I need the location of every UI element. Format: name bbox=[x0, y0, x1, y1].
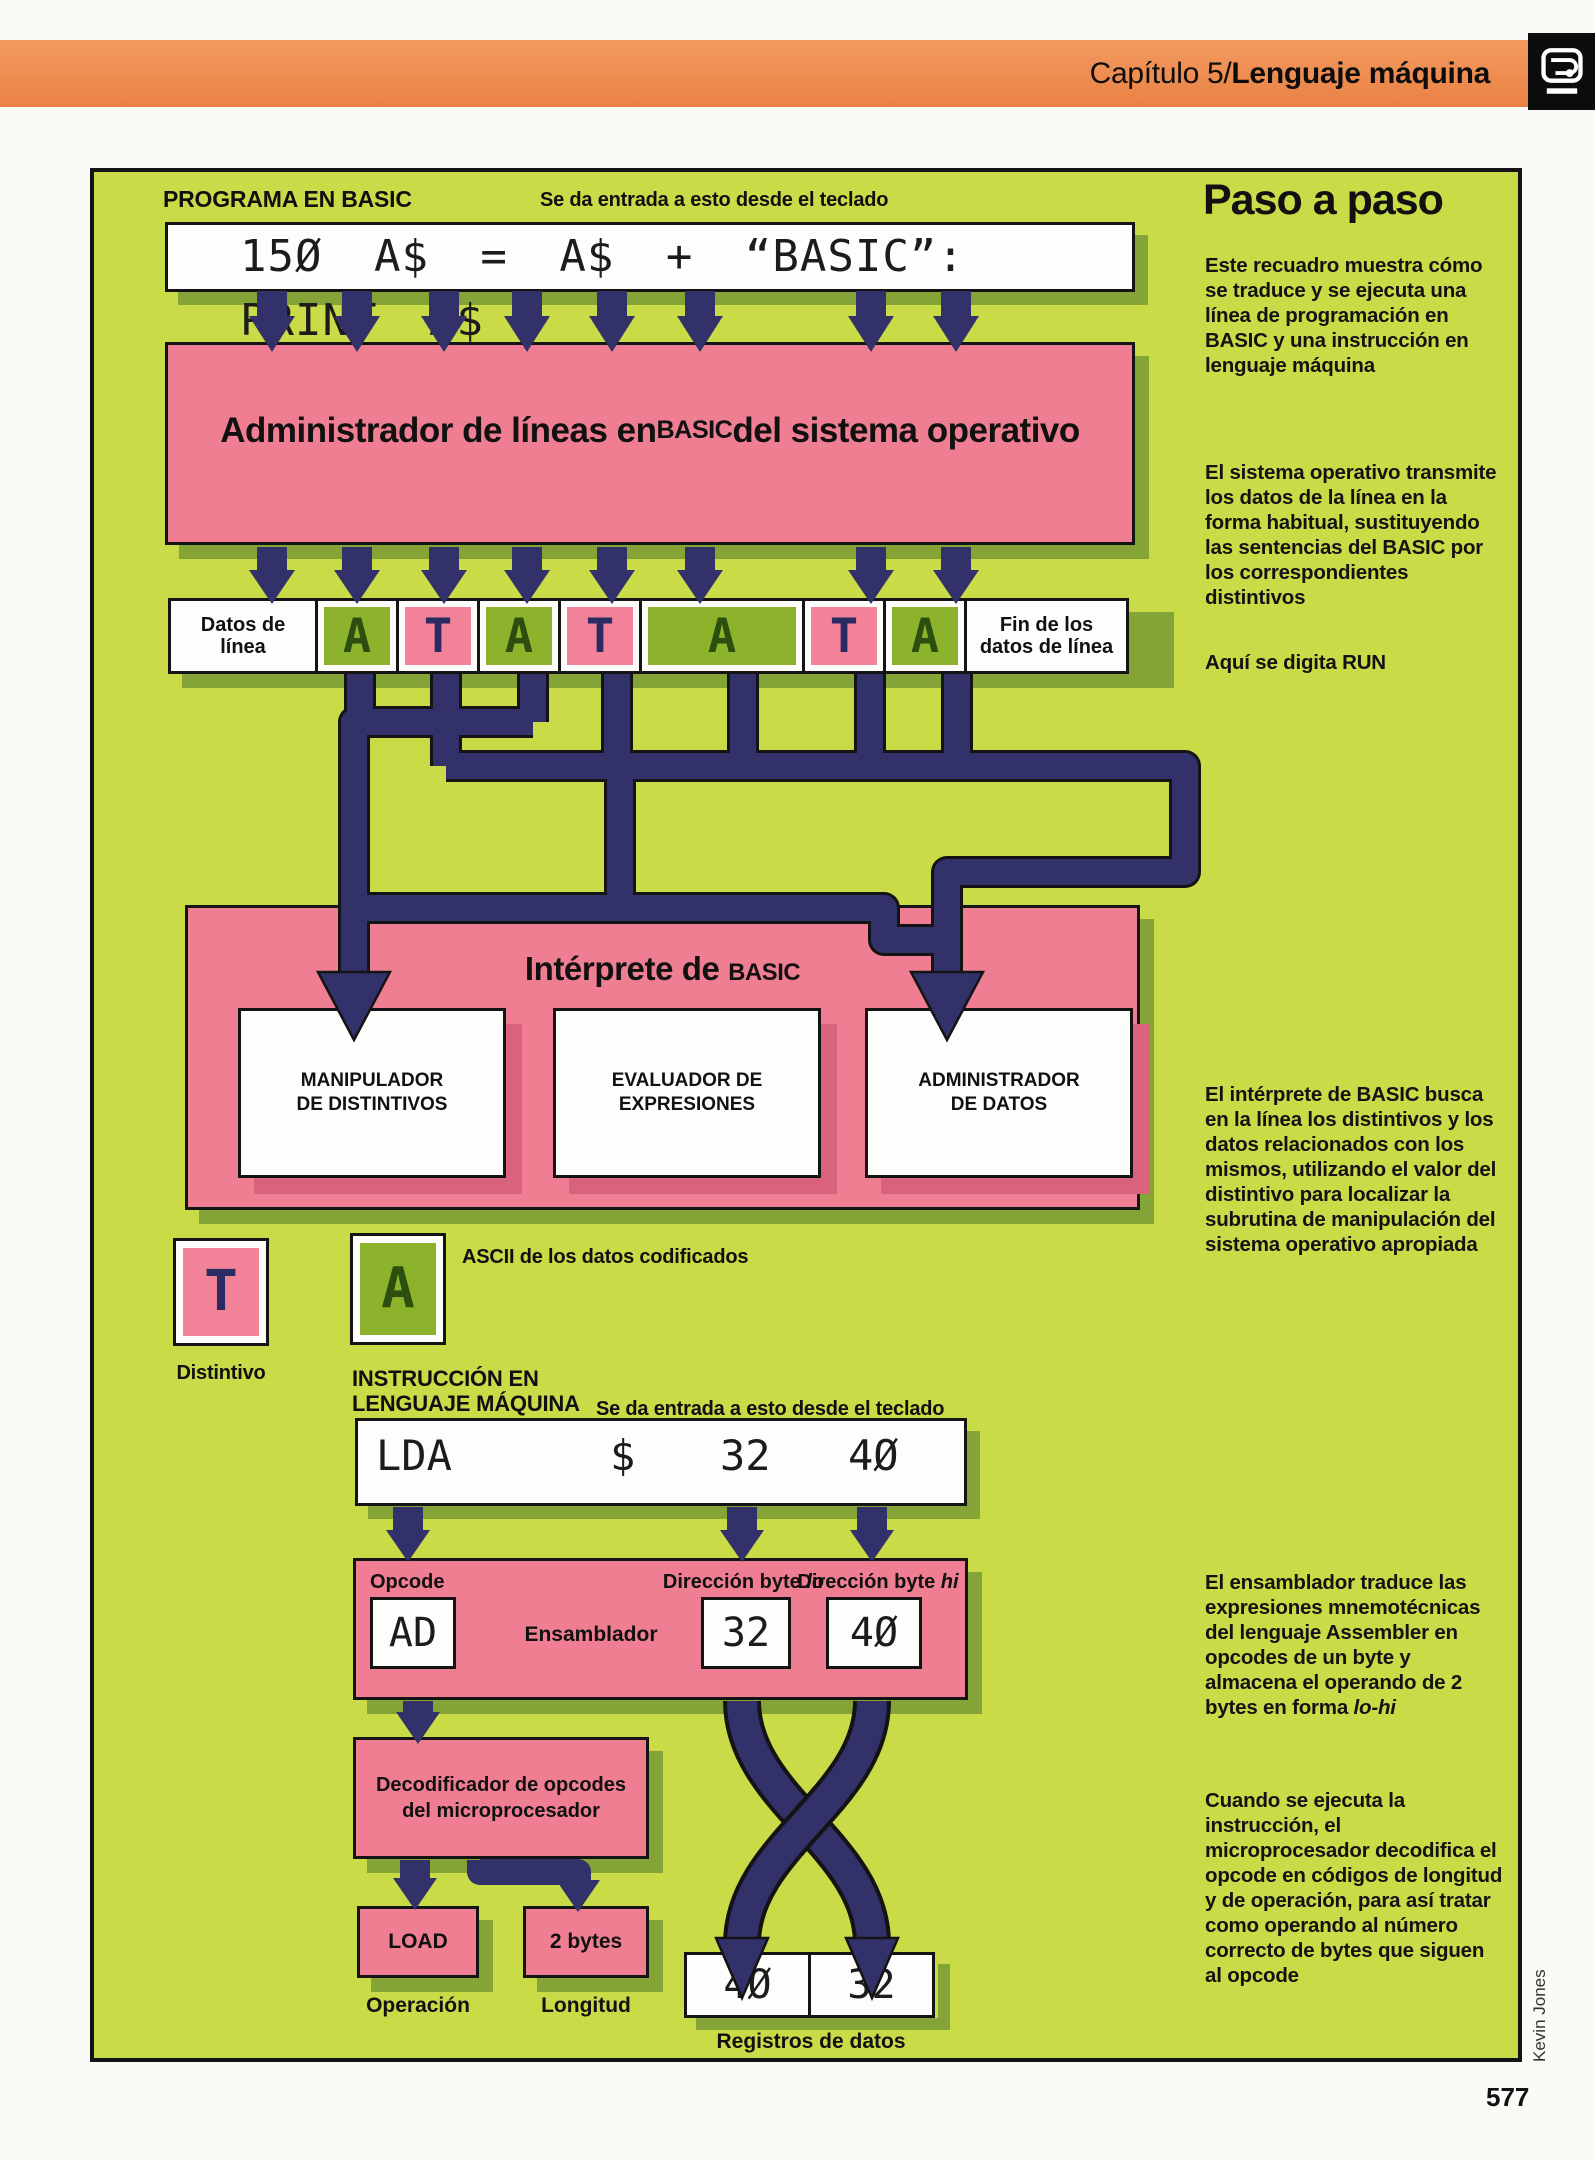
page-number: 577 bbox=[1486, 2082, 1530, 2112]
chapter-title: Lenguaje máquina bbox=[1231, 57, 1490, 90]
line-manager-title-basic: BASIC bbox=[656, 416, 733, 444]
lo-value-box: 32 bbox=[701, 1597, 791, 1669]
sidebar-assembler-note-italic: lo-hi bbox=[1353, 1696, 1396, 1719]
token-ascii: A bbox=[883, 598, 967, 674]
operation-caption: Operación bbox=[366, 1994, 470, 2017]
length-caption: Longitud bbox=[541, 1994, 631, 2017]
ml-dollar: $ bbox=[610, 1431, 636, 1480]
legend-token-label: Distintivo bbox=[176, 1362, 266, 1384]
legend-token-swatch: T bbox=[173, 1238, 269, 1346]
token-ascii: A bbox=[639, 598, 805, 674]
token-handler-box: MANIPULADOR DE DISTINTIVOS bbox=[238, 1008, 506, 1178]
keyboard-note-ml: Se da entrada a esto desde el teclado bbox=[596, 1398, 945, 1420]
basic-section-label: PROGRAMA EN BASIC bbox=[163, 186, 412, 212]
register-left: 4Ø bbox=[684, 1952, 811, 2018]
chapter-label: Capítulo 5/ bbox=[1089, 57, 1232, 90]
interpreter-title: Intérprete de BASIC bbox=[188, 950, 1137, 988]
line-data-label: Datos de línea bbox=[168, 598, 318, 674]
token-ascii: A bbox=[477, 598, 561, 674]
ml-mnemonic: LDA bbox=[376, 1431, 452, 1480]
expression-evaluator-box: EVALUADOR DE EXPRESIONES bbox=[553, 1008, 821, 1178]
two-bytes-box: 2 bytes bbox=[523, 1906, 649, 1978]
legend-token-glyph: T bbox=[204, 1259, 238, 1324]
artist-credit: Kevin Jones bbox=[1530, 1969, 1549, 2062]
token-glyph: A bbox=[342, 608, 372, 664]
ml-code-box: LDA $ 32 4Ø bbox=[355, 1418, 967, 1506]
lo-byte-label-italic: lo bbox=[806, 1571, 825, 1593]
opcode-decoder-label: Decodificador de opcodes del microproces… bbox=[375, 1774, 627, 1822]
sidebar-title: Paso a paso bbox=[1203, 176, 1444, 224]
opcode-value-box: AD bbox=[370, 1597, 456, 1669]
opcode-decoder-box: Decodificador de opcodes del microproces… bbox=[353, 1737, 649, 1859]
register-right: 32 bbox=[808, 1952, 935, 2018]
token-glyph: T bbox=[829, 608, 859, 664]
data-registers-box: 4Ø 32 bbox=[684, 1952, 938, 2018]
hi-byte-label-italic: hi bbox=[940, 1571, 959, 1593]
legend-ascii-glyph: A bbox=[381, 1256, 415, 1321]
sidebar-run-note: Aquí se digita RUN bbox=[1205, 651, 1386, 674]
lo-byte-label: Dirección byte lo bbox=[656, 1571, 831, 1594]
line-end-label: Fin de los datos de línea bbox=[964, 598, 1129, 674]
line-manager-title-pre: Administrador de líneas en bbox=[220, 410, 657, 450]
sidebar-assembler-note-text: El ensamblador traduce las expresiones m… bbox=[1205, 1571, 1481, 1719]
token-glyph: T bbox=[585, 608, 615, 664]
hi-value-box: 4Ø bbox=[826, 1597, 922, 1669]
interpreter-title-pre: Intérprete de bbox=[524, 950, 729, 987]
legend-ascii-label: ASCII de los datos codificados bbox=[462, 1246, 749, 1268]
load-box: LOAD bbox=[357, 1906, 479, 1978]
coil-chip-icon bbox=[1540, 47, 1583, 94]
hi-byte-label-text: Dirección byte bbox=[797, 1571, 941, 1593]
line-manager-title-post: del sistema operativo bbox=[732, 410, 1080, 450]
token-glyph: A bbox=[910, 608, 940, 664]
line-manager-title: Administrador de líneas en BASIC del sis… bbox=[168, 345, 1132, 542]
assembler-label: Ensamblador bbox=[524, 1623, 658, 1646]
token-token: T bbox=[396, 598, 480, 674]
basic-code-box: 15Ø A$ = A$ + “BASIC”: PRINT A$ bbox=[165, 222, 1135, 346]
ml-lo-input: 32 bbox=[720, 1431, 771, 1480]
header-bar bbox=[0, 40, 1530, 107]
registers-caption: Registros de datos bbox=[716, 2030, 906, 2053]
sidebar-os-note: El sistema operativo transmite los datos… bbox=[1205, 461, 1497, 609]
token-glyph: A bbox=[504, 608, 534, 664]
interpreter-title-basic: BASIC bbox=[728, 959, 801, 986]
opcode-label: Opcode bbox=[370, 1571, 445, 1593]
token-ascii: A bbox=[315, 598, 399, 674]
sidebar-intro: Este recuadro muestra cómo se traduce y … bbox=[1205, 254, 1483, 377]
token-glyph: T bbox=[423, 608, 453, 664]
token-token: T bbox=[558, 598, 642, 674]
line-manager-box: Administrador de líneas en BASIC del sis… bbox=[165, 342, 1135, 545]
token-token: T bbox=[802, 598, 886, 674]
keyboard-note-basic: Se da entrada a esto desde el teclado bbox=[540, 189, 889, 211]
interpreter-box: Intérprete de BASIC MANIPULADOR DE DISTI… bbox=[185, 905, 1140, 1210]
legend-ascii-swatch: A bbox=[350, 1233, 446, 1345]
assembler-box: Opcode AD Ensamblador Dirección byte lo … bbox=[353, 1558, 968, 1700]
lo-byte-label-text: Dirección byte bbox=[662, 1571, 807, 1593]
chapter-heading: Capítulo 5/Lenguaje máquina bbox=[1089, 40, 1491, 107]
ml-section-label: INSTRUCCIÓN EN LENGUAJE MÁQUINA bbox=[352, 1366, 580, 1416]
ml-hi-input: 4Ø bbox=[848, 1431, 899, 1480]
hi-byte-label: Dirección byte hi bbox=[788, 1571, 968, 1594]
sidebar-interpreter-note: El intérprete de BASIC busca en la línea… bbox=[1205, 1083, 1497, 1256]
sidebar-micro-note: Cuando se ejecuta la instrucción, el mic… bbox=[1205, 1789, 1503, 1987]
data-manager-box: ADMINISTRADOR DE DATOS bbox=[865, 1008, 1133, 1178]
section-icon-box bbox=[1528, 33, 1595, 110]
token-glyph: A bbox=[707, 608, 737, 664]
sidebar-assembler-note: El ensamblador traduce las expresiones m… bbox=[1205, 1570, 1505, 1720]
